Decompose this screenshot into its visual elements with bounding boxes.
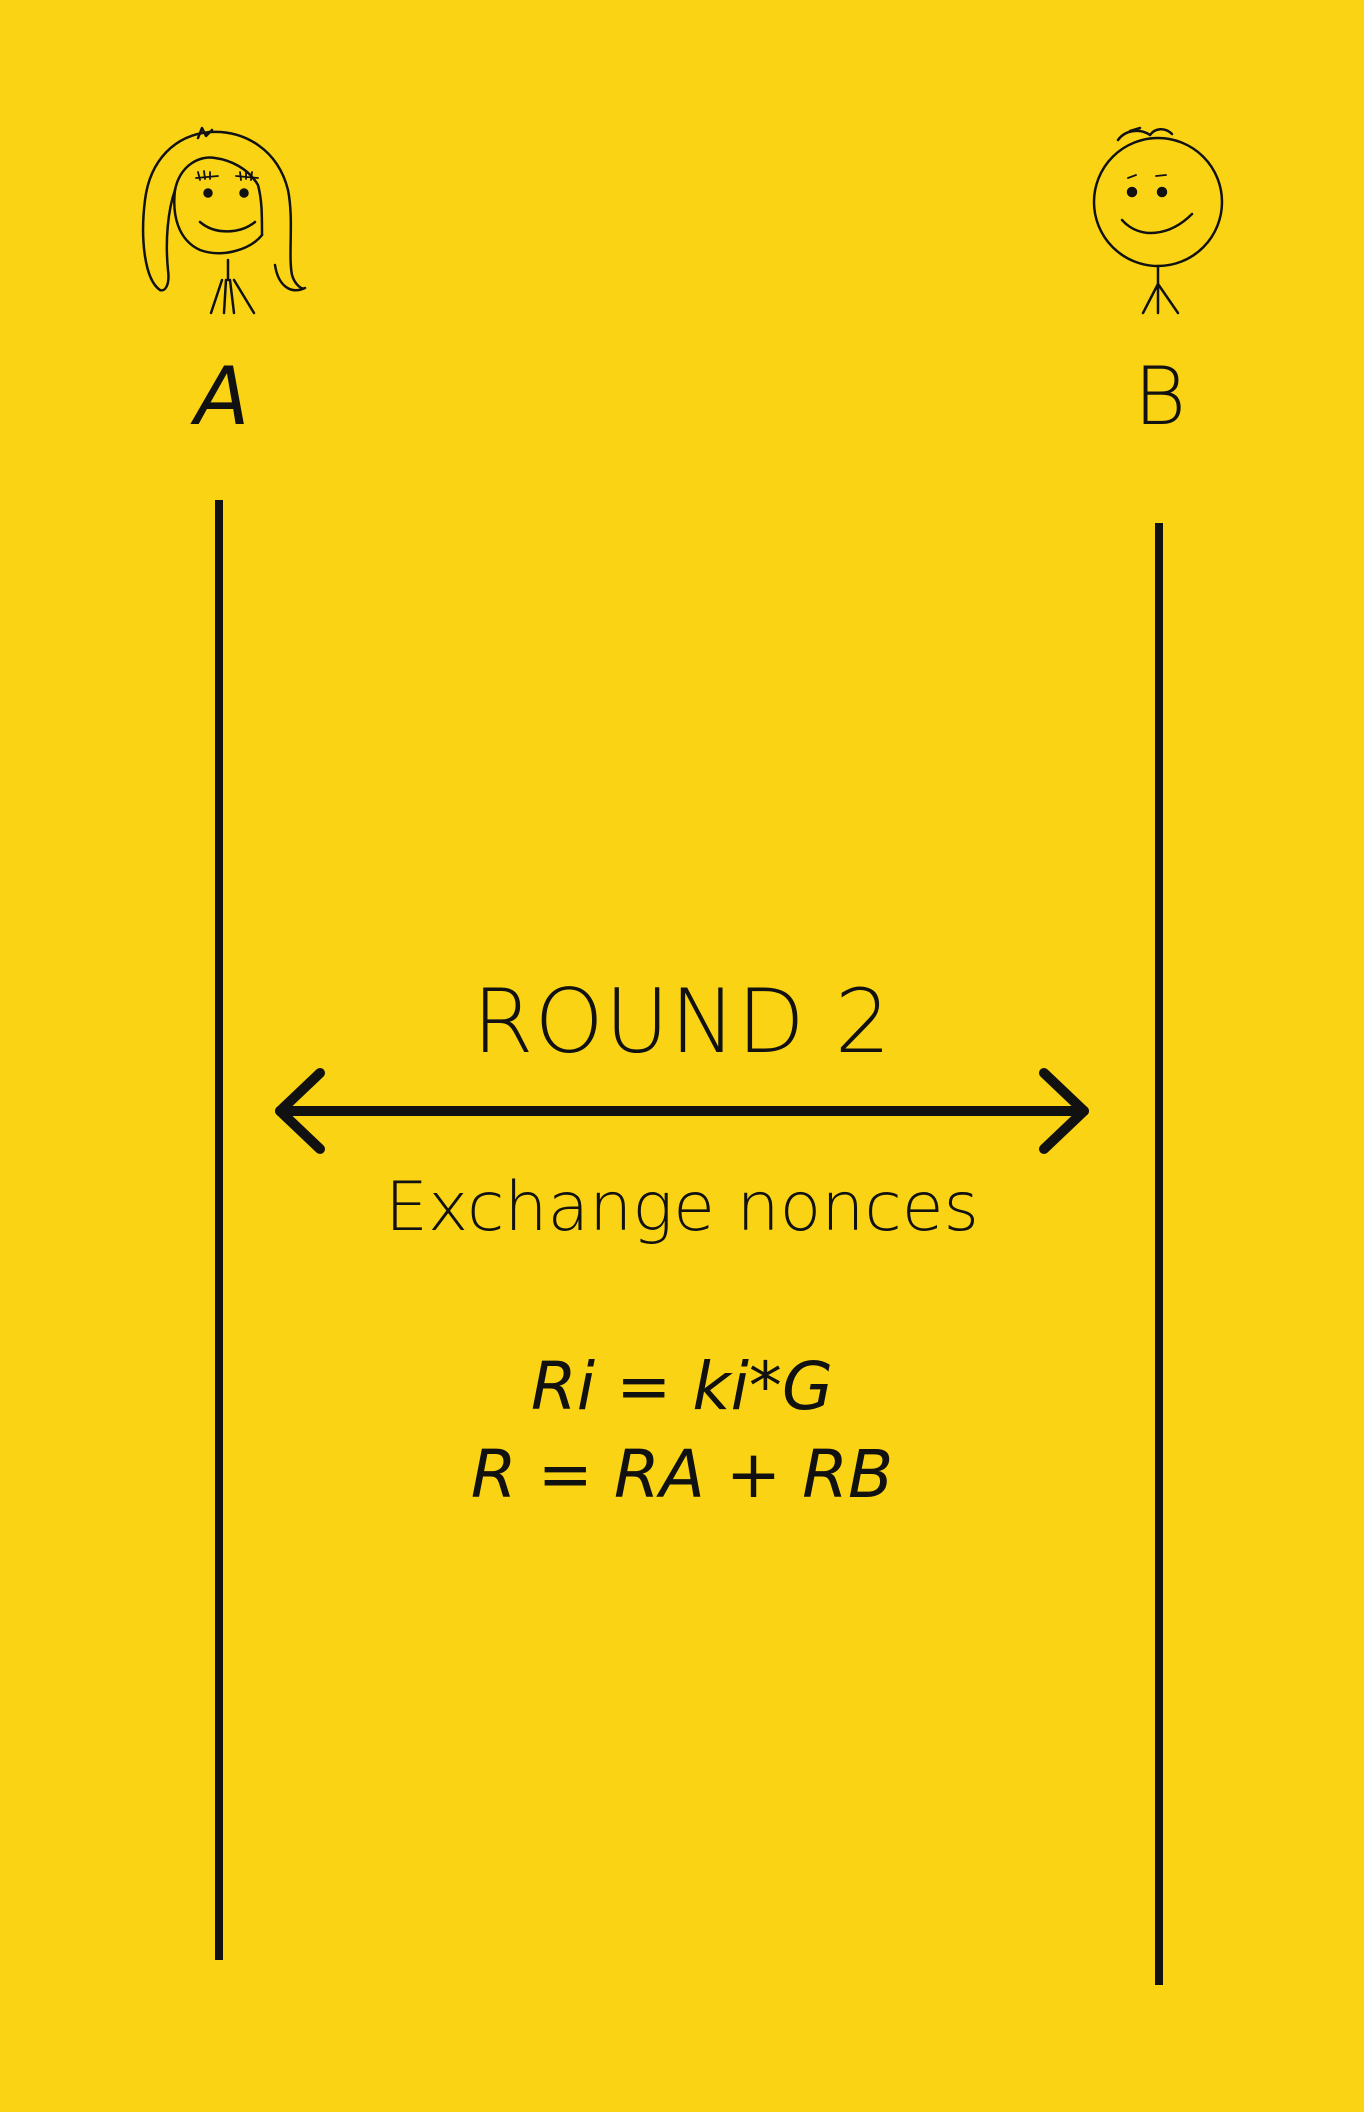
exchange-description: Exchange nonces <box>385 1168 979 1247</box>
party-a-label: A <box>194 350 250 443</box>
formula-nonce-point: Ri = ki*G <box>530 1348 834 1425</box>
party-b-figure <box>1092 126 1224 315</box>
party-a-figure <box>141 126 307 315</box>
arrowhead-left <box>275 1068 325 1154</box>
arrowhead-right <box>1039 1068 1089 1154</box>
round-title: ROUND 2 <box>472 970 892 1073</box>
formula-aggregate-nonce: R = RA + RB <box>470 1436 894 1513</box>
exchange-arrow <box>275 1068 1089 1154</box>
party-b-label: B <box>1133 350 1187 443</box>
